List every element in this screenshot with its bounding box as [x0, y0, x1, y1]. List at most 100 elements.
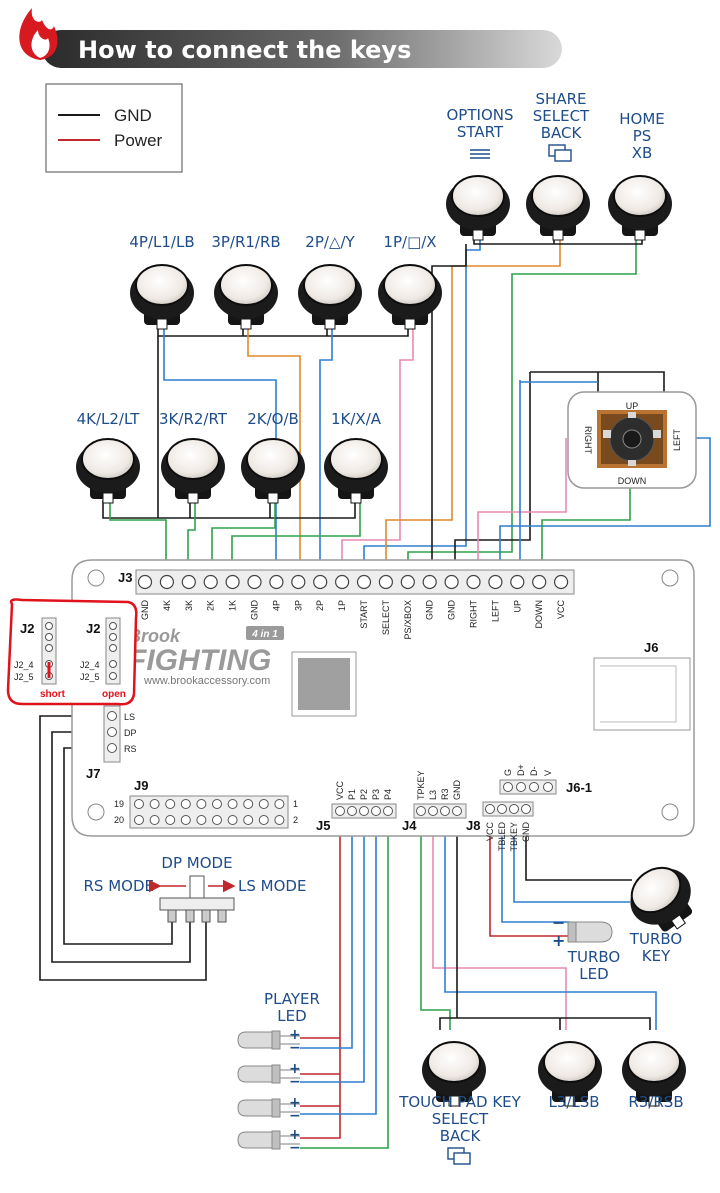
j3-pin-label: 3K	[184, 600, 194, 611]
player-led-plus: +	[289, 1095, 301, 1111]
j3-pin-label: 4P	[271, 600, 281, 611]
j3-pin	[444, 574, 459, 590]
wire-gnd-top-bus	[157, 320, 409, 337]
j3-pin-label: 4K	[162, 600, 172, 611]
1p-label: 1P/□/X	[383, 233, 436, 251]
j3-pin	[335, 574, 350, 590]
j3-pin	[356, 574, 372, 590]
player-led-2: +−	[237, 1061, 301, 1090]
player-led-minus: −	[289, 1040, 301, 1056]
button-3p: 3P/R1/RB	[211, 233, 281, 330]
button-2p: 2P/△/Y	[298, 233, 362, 330]
turbo-key: TURBO KEY	[629, 866, 693, 965]
j3-label: J3	[118, 570, 132, 585]
turbo-key-label-1: TURBO	[629, 930, 682, 948]
j9-label: J9	[134, 778, 148, 793]
j7-label: J7	[86, 766, 100, 781]
j3-pin-label: SELECT	[381, 600, 391, 636]
1k-label: 1K/X/A	[331, 410, 382, 428]
j3-pin	[203, 574, 218, 590]
share-label-1: SHARE	[536, 90, 587, 108]
player-led-plus: +	[289, 1127, 301, 1143]
wire-2p	[319, 324, 333, 576]
j2-short-label: short	[40, 689, 66, 700]
home-label-2: PS	[633, 127, 652, 145]
wire-2k	[211, 498, 276, 576]
player-led-minus: −	[289, 1074, 301, 1090]
joystick: UP DOWN RIGHT LEFT	[567, 391, 697, 489]
r3-label: R3/RSB	[628, 1093, 683, 1111]
wire-j4-l3	[432, 812, 567, 1030]
j2-short-title: J2	[20, 621, 34, 636]
brand-brook: Brook	[128, 626, 181, 646]
button-r3: R3/RSB	[622, 1041, 686, 1111]
j9-label-19: 19	[114, 799, 124, 809]
j3-pin-label: VCC	[556, 600, 566, 620]
joystick-up-label: UP	[626, 401, 639, 411]
turbo-led-label-2: LED	[579, 965, 608, 983]
j4-pin-r3: R3	[440, 788, 450, 800]
j8-pin-tbkey: TBKEY	[509, 822, 519, 852]
j4-label: J4	[402, 818, 417, 833]
j5-pin-p2: P2	[359, 789, 369, 800]
joystick-left-label: LEFT	[672, 429, 682, 452]
j6-1-label: J6-1	[566, 780, 592, 795]
button-3k: 3K/R2/RT	[159, 410, 228, 504]
button-options: OPTIONS START	[446, 106, 514, 241]
brand-fighting: FIGHTING	[128, 644, 271, 677]
j3-pin-label: START	[359, 599, 369, 628]
touch-pad-label-3: BACK	[440, 1127, 482, 1145]
j5-label: J5	[316, 818, 330, 833]
legend: GND Power	[45, 83, 183, 173]
touch-pad-button-body	[422, 1041, 486, 1107]
wire-joystick-down	[541, 488, 631, 576]
button-1k: 1K/X/A	[324, 410, 388, 504]
page-title: How to connect the keys	[78, 36, 411, 64]
header-banner: How to connect the keys	[19, 8, 562, 68]
1p-button-body	[378, 264, 442, 330]
j2-short: J2 J2_4 J2_5 short	[14, 617, 66, 700]
share-button-body	[526, 175, 590, 241]
j2-open: J2 J2_4 J2_5 open	[80, 617, 126, 700]
j3-pin	[291, 574, 306, 590]
wire-j5-p4	[300, 812, 389, 1149]
j2-open-pin5: J2_5	[80, 672, 100, 682]
j5-pin-p4: P4	[383, 789, 393, 800]
button-2k: 2K/O/B	[241, 410, 305, 504]
j3-pin	[553, 574, 569, 590]
j2-callout: J2 J2_4 J2_5 short J2 J2_4 J2_5 open	[6, 598, 138, 706]
j4-pin-tpkey: TPKEY	[416, 770, 426, 800]
j3-pin	[422, 574, 437, 590]
touch-pad-label-2: SELECT	[432, 1110, 489, 1128]
turbo-led-label-1: TURBO	[567, 948, 620, 966]
rs-mode-label: RS MODE	[84, 877, 155, 895]
j8-pin-tbled: TBLED	[497, 822, 507, 852]
wire-1p	[341, 324, 414, 576]
j6-1-pin-dminus: D-	[529, 767, 539, 777]
j5-pin-p3: P3	[371, 789, 381, 800]
j9-label-1: 1	[293, 799, 298, 809]
share-label-3: BACK	[541, 124, 583, 142]
player-led-minus: −	[289, 1108, 301, 1124]
flame-icon	[19, 8, 58, 60]
player-led-4: +−	[237, 1127, 301, 1156]
wire-j5-p1	[300, 812, 353, 1049]
j4-header: TPKEY L3 R3 GND J4	[402, 770, 467, 833]
3k-button-body	[161, 438, 225, 504]
l3-label: L3/LSB	[548, 1093, 599, 1111]
j3-pin	[510, 574, 525, 590]
j7-pin-ls: LS	[124, 712, 135, 722]
wire-joystick-left	[499, 380, 711, 576]
turbo-led: − + TURBO LED	[552, 913, 620, 983]
wire-j4-gnd	[439, 812, 651, 1030]
j6-1-pin-v: V	[543, 770, 553, 776]
j3-pin-label: GND	[250, 600, 260, 621]
j3-pin	[181, 574, 196, 590]
wire-j4-r3	[444, 812, 657, 1030]
j5-header: VCC P1 P2 P3 P4 J5	[316, 780, 397, 833]
j3-pin-label: 3P	[293, 600, 303, 611]
j3-pin	[400, 574, 415, 590]
j5-pin-p1: P1	[347, 789, 357, 800]
wire-4k	[109, 498, 167, 576]
